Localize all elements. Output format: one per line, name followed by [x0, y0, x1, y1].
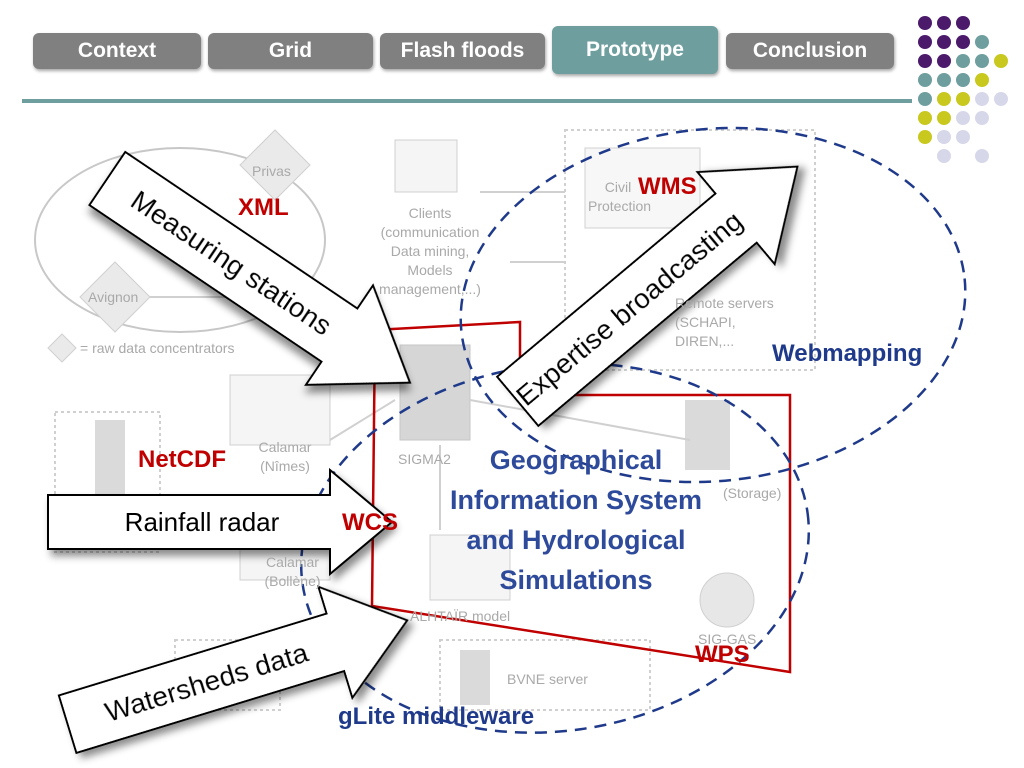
- sigma-label: SIGMA2: [398, 451, 451, 467]
- legend-text: = raw data concentrators: [80, 340, 235, 356]
- civil-protection-label: Civil Protection: [588, 179, 652, 214]
- webmapping-ellipse: [459, 126, 967, 484]
- gis-frame: [370, 320, 792, 674]
- xml-label: XML: [238, 194, 289, 221]
- tab-conclusion[interactable]: Conclusion: [726, 33, 894, 69]
- watersheds-data-arrow: Watersheds data: [57, 585, 409, 755]
- rainfall-radar-arrow: Rainfall radar: [47, 467, 394, 577]
- privas-label: Privas: [252, 163, 291, 179]
- gis-title-line4: Simulations: [499, 565, 653, 595]
- gis-title-line1: Geographical: [489, 445, 663, 475]
- tab-grid[interactable]: Grid: [208, 33, 373, 69]
- gis-title: Geographical Information System and Hydr…: [396, 440, 756, 600]
- header-divider: [22, 99, 912, 103]
- measuring-stations-text: Measuring stations: [125, 184, 337, 341]
- calamar-nimes-label: Calamar (Nîmes): [258, 439, 312, 474]
- sig-gas-label: SIG-GAS: [698, 631, 757, 647]
- calamar-bollene-label: Calamar (Bollène): [264, 554, 321, 589]
- bvne-label: BVNE server: [507, 671, 588, 687]
- tab-flash-floods[interactable]: Flash floods: [380, 33, 545, 69]
- rainfall-radar-text: Rainfall radar: [125, 507, 280, 537]
- wcs-label: WCS: [342, 509, 398, 536]
- gis-title-line2: Information System: [449, 485, 703, 515]
- tab-prototype[interactable]: Prototype: [552, 26, 718, 74]
- gis-title-line3: and Hydrological: [466, 525, 686, 555]
- tab-context[interactable]: Context: [33, 33, 201, 69]
- webmapping-label: Webmapping: [772, 340, 923, 367]
- remote-servers-label: Remote servers (SCHAPI, DIREN,...: [675, 295, 774, 349]
- decorative-dot-grid: [0, 0, 1024, 180]
- glite-middleware-label: gLite middleware: [338, 703, 535, 730]
- storage-label: (Storage): [723, 485, 782, 501]
- avignon-label: Avignon: [88, 289, 139, 305]
- alhtair-label: ALHTAÏR model: [410, 608, 511, 624]
- wps-label: WPS: [695, 641, 750, 668]
- wms-label: WMS: [638, 173, 697, 200]
- clients-label: Clients (communication Data mining, Mode…: [379, 205, 481, 297]
- netcdf-label: NetCDF: [138, 446, 226, 473]
- glite-ellipse: [299, 362, 811, 734]
- background-schema: [34, 129, 816, 711]
